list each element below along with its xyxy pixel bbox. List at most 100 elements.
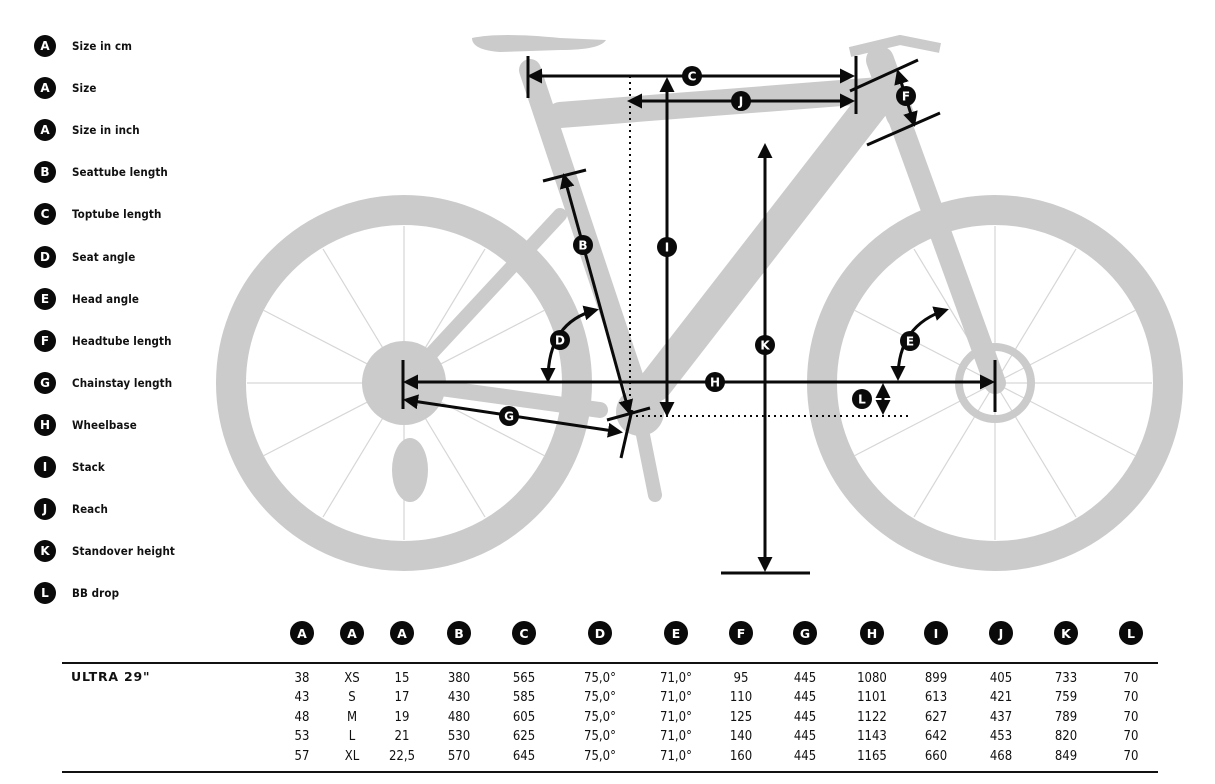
table-cell: 380 xyxy=(447,671,471,686)
bike-silhouette xyxy=(216,34,1183,571)
table-cell: 1122 xyxy=(857,709,887,725)
badge-k: K xyxy=(755,335,775,355)
table-cell: 1101 xyxy=(857,690,887,706)
legend-letter-badge: L xyxy=(34,582,56,605)
column-header-badge: G xyxy=(793,621,817,645)
g-bb-tick xyxy=(619,409,634,459)
table-cell: 605 xyxy=(512,709,536,725)
legend-label: Size in inch xyxy=(72,123,140,138)
frame xyxy=(396,46,1006,502)
table-cell: 899 xyxy=(924,671,948,686)
table-cell: 453 xyxy=(989,729,1013,745)
legend-label: Reach xyxy=(72,502,108,517)
column-header-badge: A xyxy=(290,621,314,645)
table-cell: 570 xyxy=(447,748,471,764)
svg-text:J: J xyxy=(738,95,743,109)
column-header-badge: L xyxy=(1119,621,1143,645)
table-cell: 75,0° xyxy=(584,671,616,686)
b-seattube-line xyxy=(559,173,634,415)
table-cell: 445 xyxy=(793,729,817,745)
legend-letter-badge: D xyxy=(34,245,56,268)
table-cell: 140 xyxy=(729,729,753,745)
b-top-tick xyxy=(542,168,587,183)
table-cell: 645 xyxy=(512,748,536,764)
legend-item: J Reach xyxy=(34,497,108,521)
table-cell: 70 xyxy=(1123,671,1139,686)
table-cell: 789 xyxy=(1054,709,1078,725)
legend-letter-badge: I xyxy=(34,456,56,478)
badge-i: I xyxy=(657,237,677,257)
column-header-badge: H xyxy=(860,621,884,645)
table-cell: 71,0° xyxy=(660,709,692,725)
column-header-badge: F xyxy=(729,621,753,645)
column-header-badge: C xyxy=(512,621,536,645)
table-cell: 21 xyxy=(394,729,410,745)
table-cell: 405 xyxy=(989,671,1013,686)
legend-label: Size xyxy=(72,81,97,96)
svg-text:B: B xyxy=(578,239,587,253)
rear-derailleur xyxy=(392,438,428,502)
table-cell: 43 xyxy=(294,690,310,706)
table-cell: 1143 xyxy=(857,729,887,745)
legend-label: Head angle xyxy=(72,291,139,306)
svg-text:E: E xyxy=(906,335,914,349)
table-cell: 75,0° xyxy=(584,709,616,725)
table-cell: 445 xyxy=(793,671,817,686)
table-bottom-rule xyxy=(62,771,1158,773)
table-cell: 71,0° xyxy=(660,690,692,706)
legend-letter-badge: A xyxy=(34,35,56,57)
badge-c: C xyxy=(682,66,702,86)
table-cell: 71,0° xyxy=(660,671,692,686)
table-cell: 70 xyxy=(1123,729,1139,745)
legend-label: Seat angle xyxy=(72,249,136,264)
svg-text:K: K xyxy=(760,339,770,353)
table-cell: 48 xyxy=(294,709,310,725)
handlebar xyxy=(848,34,941,57)
table-cell: 733 xyxy=(1054,671,1078,686)
table-cell: 95 xyxy=(733,671,749,686)
badge-j: J xyxy=(731,91,751,111)
table-cell: 17 xyxy=(394,690,410,706)
saddle xyxy=(472,35,606,52)
legend-label: Wheelbase xyxy=(72,417,137,432)
table-cell: 71,0° xyxy=(660,748,692,764)
badge-g: G xyxy=(499,406,519,426)
table-cell: 437 xyxy=(989,709,1013,725)
table-cell: 75,0° xyxy=(584,729,616,745)
legend-item: I Stack xyxy=(34,455,105,479)
table-cell: 53 xyxy=(294,729,310,745)
table-cell: 530 xyxy=(447,729,471,745)
table-cell: 445 xyxy=(793,690,817,706)
badge-l: L xyxy=(852,389,872,409)
legend-letter-badge: H xyxy=(34,413,56,436)
table-cell: 75,0° xyxy=(584,690,616,706)
table-cell: 19 xyxy=(394,709,410,725)
table-cell: 625 xyxy=(512,729,536,745)
table-cell: 57 xyxy=(294,748,310,764)
svg-text:L: L xyxy=(858,393,866,407)
table-cell: XS xyxy=(344,671,360,686)
legend-label: Chainstay length xyxy=(72,375,173,390)
measurements xyxy=(401,56,997,575)
legend-letter-badge: E xyxy=(34,287,56,310)
legend-letter-badge: J xyxy=(34,498,56,521)
model-name: ULTRA 29" xyxy=(71,669,151,684)
legend-label: Stack xyxy=(72,460,105,474)
legend-item: E Head angle xyxy=(34,287,139,311)
svg-text:I: I xyxy=(665,241,669,255)
svg-text:D: D xyxy=(555,334,565,348)
table-cell: L xyxy=(348,729,356,745)
table-cell: M xyxy=(346,709,358,725)
legend-label: Standover height xyxy=(72,544,175,559)
table-cell: 480 xyxy=(447,709,471,725)
table-cell: 613 xyxy=(924,690,948,706)
legend-letter-badge: F xyxy=(34,329,56,352)
